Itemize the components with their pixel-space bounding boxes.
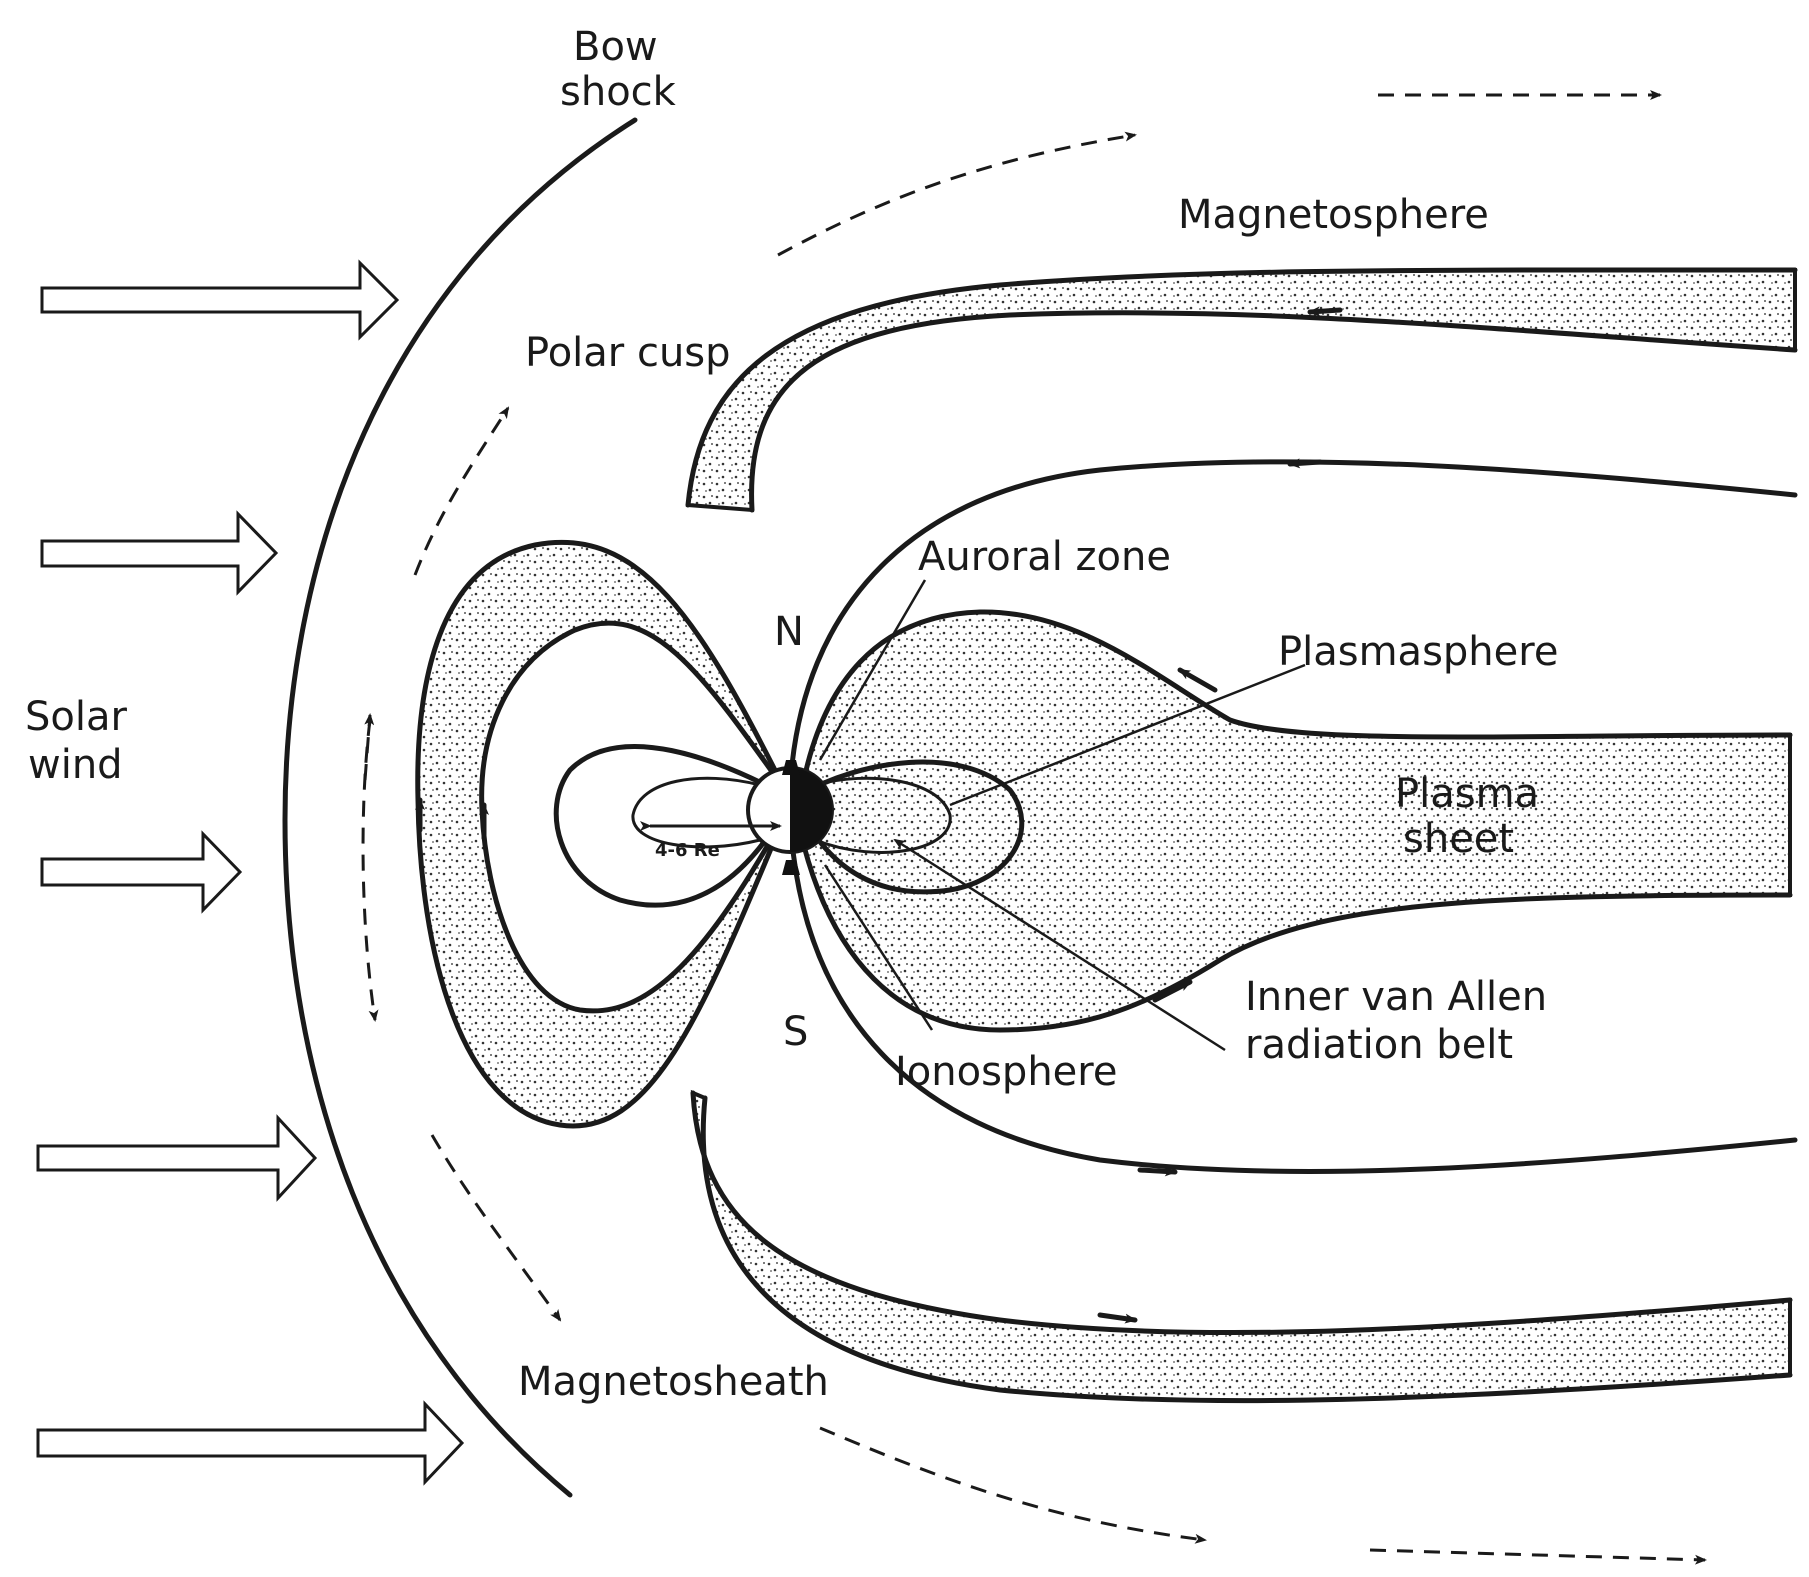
- north-pole-label: N: [774, 609, 804, 655]
- flow-bottom-right: [1370, 1550, 1705, 1560]
- dayside-ring: [418, 542, 785, 1126]
- plasma-sheet-label-line1: Plasma: [1395, 771, 1539, 817]
- flow-top-left: [778, 135, 1135, 255]
- flow-left-upper: [415, 408, 508, 575]
- arrow-plasmasphere: [1180, 670, 1215, 690]
- distance-label: 4-6 Re: [655, 840, 720, 861]
- inner-belt-dayside: [633, 778, 760, 847]
- arrow-lower-tail: [1100, 1315, 1135, 1320]
- flow-left-lower: [432, 1135, 560, 1320]
- magnetosheath-label: Magnetosheath: [518, 1359, 829, 1405]
- solar-wind-arrow-5: [38, 1404, 462, 1482]
- arrow-lower-closed: [1140, 1170, 1175, 1172]
- solar-wind-arrow-4: [38, 1118, 315, 1198]
- bow-shock-label-line1: Bow: [573, 24, 658, 70]
- solar-wind-label-line1: Solar: [25, 694, 127, 740]
- auroral-zone-label: Auroral zone: [918, 534, 1171, 580]
- polar-cusp-label: Polar cusp: [525, 330, 731, 376]
- arrow-upper-closed: [1290, 462, 1320, 464]
- solar-wind-arrow-2: [42, 514, 276, 592]
- inner-belt-label-line2: radiation belt: [1245, 1022, 1513, 1068]
- solar-wind-arrow-1: [42, 263, 397, 337]
- upper-tail-band: [688, 270, 1795, 510]
- arrow-upper-tail: [1310, 310, 1340, 312]
- solar-wind-label-line2: wind: [28, 742, 123, 788]
- plasma-sheet-label-line2: sheet: [1403, 816, 1514, 862]
- solar-wind-arrow-3: [42, 834, 240, 910]
- bow-shock-label-line2: shock: [560, 69, 677, 115]
- plasmasphere-label: Plasmasphere: [1278, 629, 1558, 675]
- south-pole-label: S: [783, 1009, 808, 1055]
- ionosphere-label: Ionosphere: [895, 1049, 1117, 1095]
- magnetosphere-label: Magnetosphere: [1178, 192, 1489, 238]
- inner-belt-label-line1: Inner van Allen: [1245, 974, 1547, 1020]
- flow-bottom-left: [820, 1428, 1205, 1540]
